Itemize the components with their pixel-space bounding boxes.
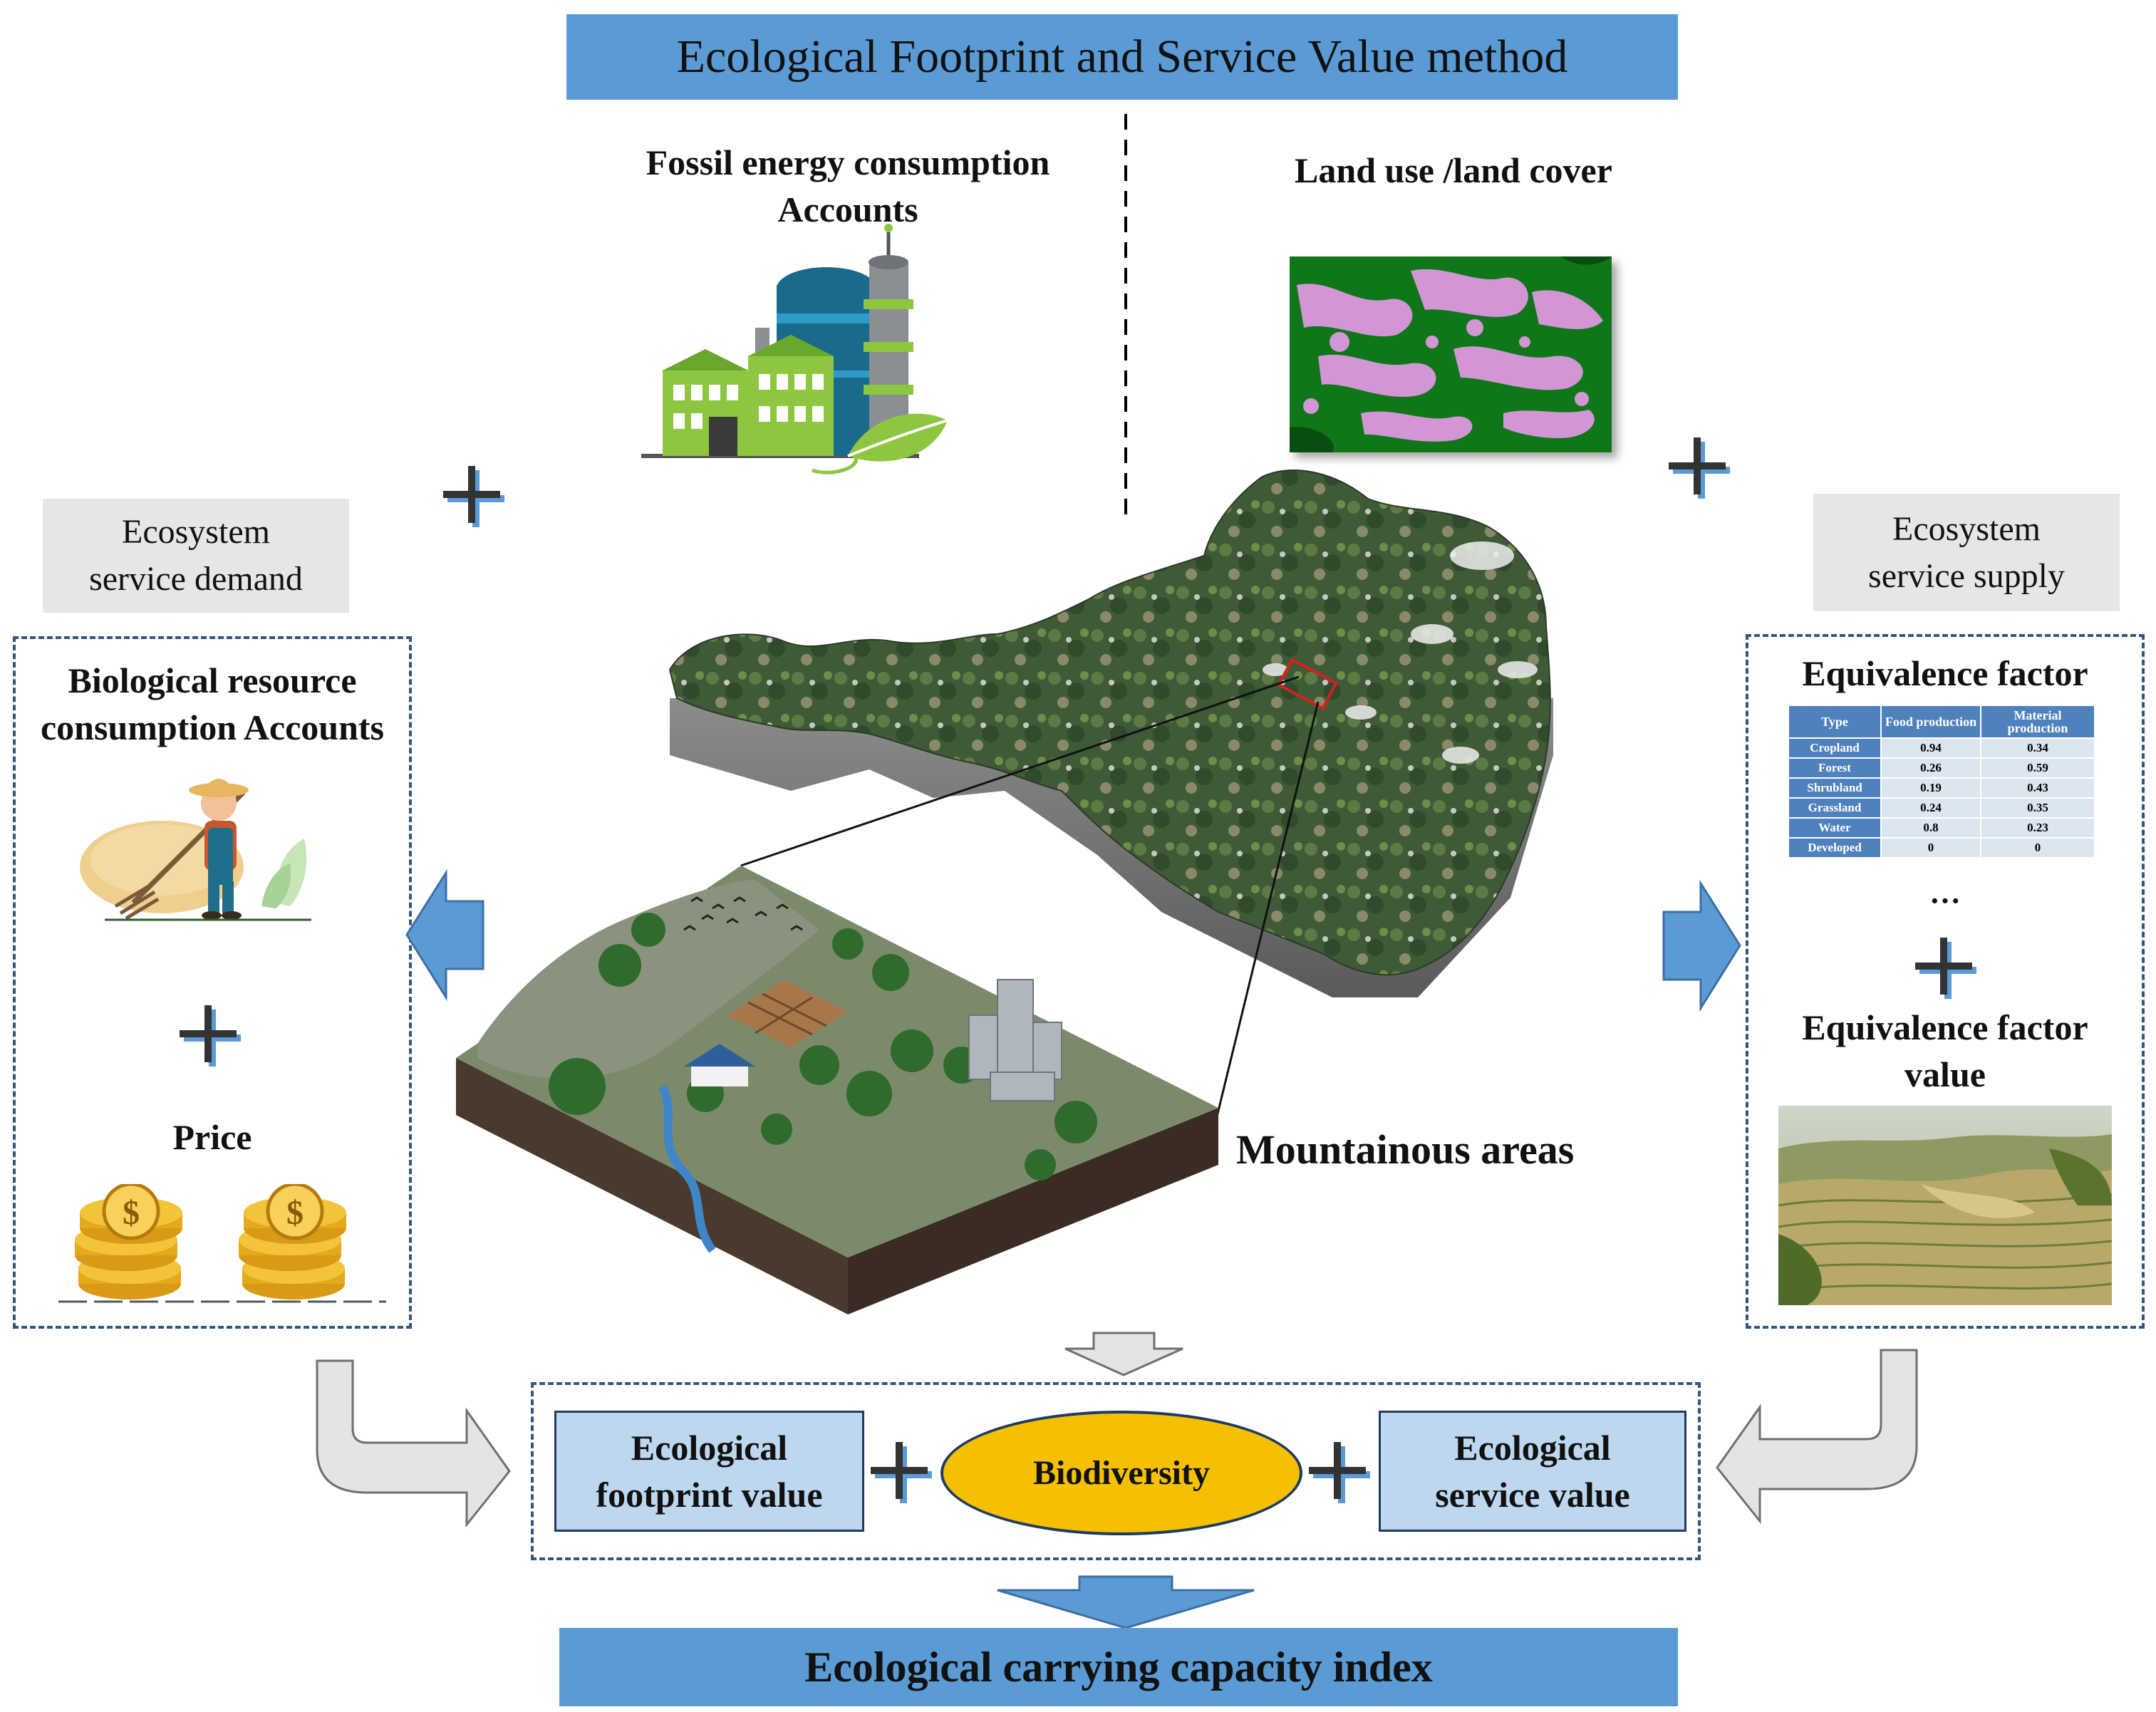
table-cell: 0.24 bbox=[1880, 797, 1981, 819]
price-label: Price bbox=[172, 1117, 252, 1157]
supply-line1: Ecosystem bbox=[1892, 509, 2041, 548]
fossil-energy-label: Fossil energy consumption Accounts bbox=[598, 139, 1097, 233]
plus-icon bbox=[1915, 938, 1976, 999]
down-blue-arrow-icon bbox=[997, 1575, 1255, 1629]
factory-icon bbox=[641, 224, 948, 474]
fossil-line2: Accounts bbox=[777, 190, 918, 229]
coins-icon: $ $ bbox=[58, 1184, 386, 1303]
bio-line2: consumption Accounts bbox=[40, 707, 385, 747]
curved-right-arrow-icon bbox=[316, 1359, 511, 1528]
right-panel: Equivalence factor Type Food production … bbox=[1746, 634, 2145, 1329]
land-cover-map bbox=[1290, 256, 1612, 452]
bottom-title: Ecological carrying capacity index bbox=[804, 1643, 1433, 1691]
svg-text:$: $ bbox=[123, 1194, 140, 1232]
equivalence-factor-title: Equivalence factor bbox=[1802, 653, 2088, 693]
ecosystem-service-supply-tag: Ecosystem service supply bbox=[1813, 494, 2120, 611]
table-header: Material production bbox=[1980, 705, 2095, 739]
bottom-title-banner: Ecological carrying capacity index bbox=[559, 1628, 1678, 1706]
table-cell: Forest bbox=[1788, 757, 1882, 779]
plus-icon bbox=[871, 1442, 932, 1503]
plus-icon bbox=[443, 466, 504, 527]
top-title: Ecological Footprint and Service Value m… bbox=[676, 31, 1568, 83]
bio-line1: Biological resource bbox=[68, 660, 357, 700]
table-cell: Developed bbox=[1788, 837, 1882, 858]
table-cell: 0.35 bbox=[1980, 797, 2095, 819]
table-cell: Grassland bbox=[1788, 797, 1882, 819]
esv-line1: Ecological bbox=[1454, 1428, 1611, 1468]
terrace-field-photo bbox=[1778, 1106, 2112, 1305]
plus-icon bbox=[180, 1005, 241, 1067]
curved-left-arrow-icon bbox=[1716, 1349, 1918, 1525]
demand-line2: service demand bbox=[89, 560, 303, 598]
table-cell: 0 bbox=[1880, 837, 1981, 858]
table-header: Food production bbox=[1880, 705, 1981, 739]
table-header: Type bbox=[1788, 705, 1882, 739]
down-arrow-icon bbox=[1064, 1332, 1183, 1376]
left-arrow-icon bbox=[405, 869, 484, 1001]
efv-line2: footprint value bbox=[596, 1475, 823, 1515]
ecological-service-value-box: Ecological service value bbox=[1379, 1411, 1686, 1532]
demand-line1: Ecosystem bbox=[122, 513, 270, 551]
landscape-block-illustration bbox=[456, 866, 1218, 1314]
left-panel: Biological resource consumption Accounts… bbox=[13, 636, 412, 1329]
farmer-icon bbox=[80, 779, 311, 921]
table-cell: Water bbox=[1788, 817, 1882, 839]
biodiversity-label: Biodiversity bbox=[1033, 1454, 1210, 1492]
table-cell: Cropland bbox=[1788, 737, 1882, 759]
top-title-banner: Ecological Footprint and Service Value m… bbox=[566, 14, 1678, 100]
land-use-label: Land use /land cover bbox=[1295, 150, 1612, 190]
plus-icon bbox=[1309, 1442, 1370, 1503]
ellipsis: ··· bbox=[1929, 883, 1961, 918]
ecological-footprint-value-box: Ecological footprint value bbox=[554, 1411, 864, 1532]
table-cell: 0.26 bbox=[1880, 757, 1981, 779]
eq-value-line2: value bbox=[1904, 1054, 1986, 1094]
table-cell: 0.34 bbox=[1980, 737, 2095, 759]
fossil-line1: Fossil energy consumption bbox=[646, 142, 1050, 182]
mountain-terrain-map bbox=[668, 469, 1553, 1119]
equivalence-factor-value-label: Equivalence factor value bbox=[1748, 1004, 2142, 1098]
biodiversity-ellipse: Biodiversity bbox=[940, 1411, 1302, 1535]
esv-line2: service value bbox=[1435, 1475, 1630, 1515]
table-cell: 0.43 bbox=[1980, 777, 2095, 799]
center-panel bbox=[531, 1382, 1701, 1560]
right-arrow-icon bbox=[1662, 880, 1741, 1012]
table-cell: 0.59 bbox=[1980, 757, 2095, 779]
vertical-divider bbox=[1124, 114, 1127, 520]
efv-line1: Ecological bbox=[631, 1428, 788, 1468]
mountainous-areas-label: Mountainous areas bbox=[1236, 1126, 1575, 1173]
table-cell: Shrubland bbox=[1788, 777, 1882, 799]
table-cell: 0 bbox=[1980, 837, 2095, 858]
table-cell: 0.8 bbox=[1880, 817, 1981, 839]
table-cell: 0.23 bbox=[1980, 817, 2095, 839]
ecosystem-service-demand-tag: Ecosystem service demand bbox=[43, 499, 349, 613]
plus-icon bbox=[1669, 437, 1730, 499]
table-cell: 0.94 bbox=[1880, 737, 1981, 759]
bio-resource-label: Biological resource consumption Accounts bbox=[16, 657, 409, 751]
supply-line2: service supply bbox=[1868, 556, 2065, 595]
table-cell: 0.19 bbox=[1880, 777, 1981, 799]
equivalence-table: Type Food production Material production… bbox=[1788, 705, 2095, 858]
svg-text:$: $ bbox=[286, 1194, 304, 1232]
eq-value-line1: Equivalence factor bbox=[1802, 1007, 2088, 1047]
